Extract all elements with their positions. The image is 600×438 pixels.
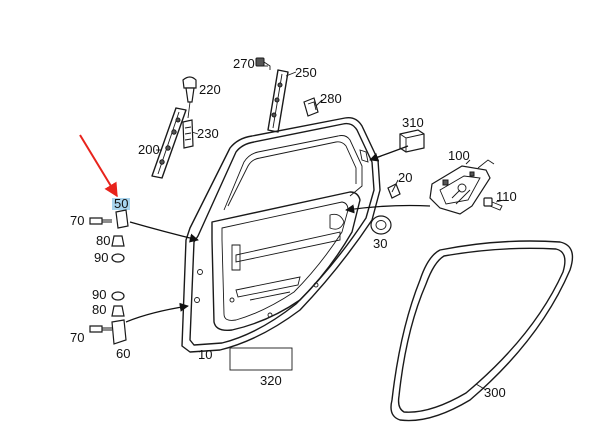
label-80-lower: 80: [92, 302, 106, 317]
label-250: 250: [295, 65, 317, 80]
clip-280: [303, 97, 319, 117]
label-270: 270: [233, 56, 255, 71]
hinge-parts-lower: [89, 291, 127, 345]
label-220: 220: [199, 82, 221, 97]
label-30: 30: [373, 236, 387, 251]
door-shell: [181, 116, 381, 353]
label-60: 60: [116, 346, 130, 361]
clip-230: [182, 119, 194, 149]
label-90-lower: 90: [92, 287, 106, 302]
label-230: 230: [197, 126, 219, 141]
pad-310: [399, 129, 425, 153]
label-50: 50: [114, 196, 128, 211]
label-100: 100: [448, 148, 470, 163]
label-110: 110: [496, 189, 517, 204]
label-20: 20: [398, 170, 412, 185]
hinge-parts-upper: [89, 198, 130, 263]
label-320: 320: [260, 373, 282, 388]
part-labels: 10 20 30 50 60 70 70 80 80 90 90 100 110…: [70, 56, 517, 400]
bolt-270: [255, 57, 271, 70]
highlight-box-50: [112, 198, 130, 210]
label-80-upper: 80: [96, 233, 110, 248]
plug-30: [370, 215, 392, 235]
bushing-80-lower: [111, 305, 125, 317]
clip-220: [182, 76, 197, 103]
hinge-50: [115, 209, 129, 229]
label-90-upper: 90: [94, 250, 108, 265]
washer-90-lower: [111, 291, 125, 301]
bolt-110: [483, 197, 503, 211]
window-channel-250: [267, 69, 289, 133]
leader-lines: [79, 65, 505, 391]
label-310: 310: [402, 115, 424, 130]
screw-70-upper: [89, 217, 103, 225]
label-300: 300: [484, 385, 506, 400]
label-plate-320: [229, 347, 293, 371]
door-seal-300: [390, 240, 574, 422]
red-pointer-arrow: [79, 134, 118, 198]
screw-70-lower: [89, 325, 103, 333]
hinge-60: [111, 319, 127, 345]
door-lock-100: [429, 159, 495, 215]
label-10: 10: [198, 347, 212, 362]
window-channel-200: [151, 107, 187, 179]
clip-20: [387, 183, 401, 199]
label-70-upper: 70: [70, 213, 84, 228]
washer-90-upper: [111, 253, 125, 263]
bushing-80-upper: [111, 235, 125, 247]
label-280: 280: [320, 91, 342, 106]
label-200: 200: [138, 142, 160, 157]
label-70-lower: 70: [70, 330, 84, 345]
